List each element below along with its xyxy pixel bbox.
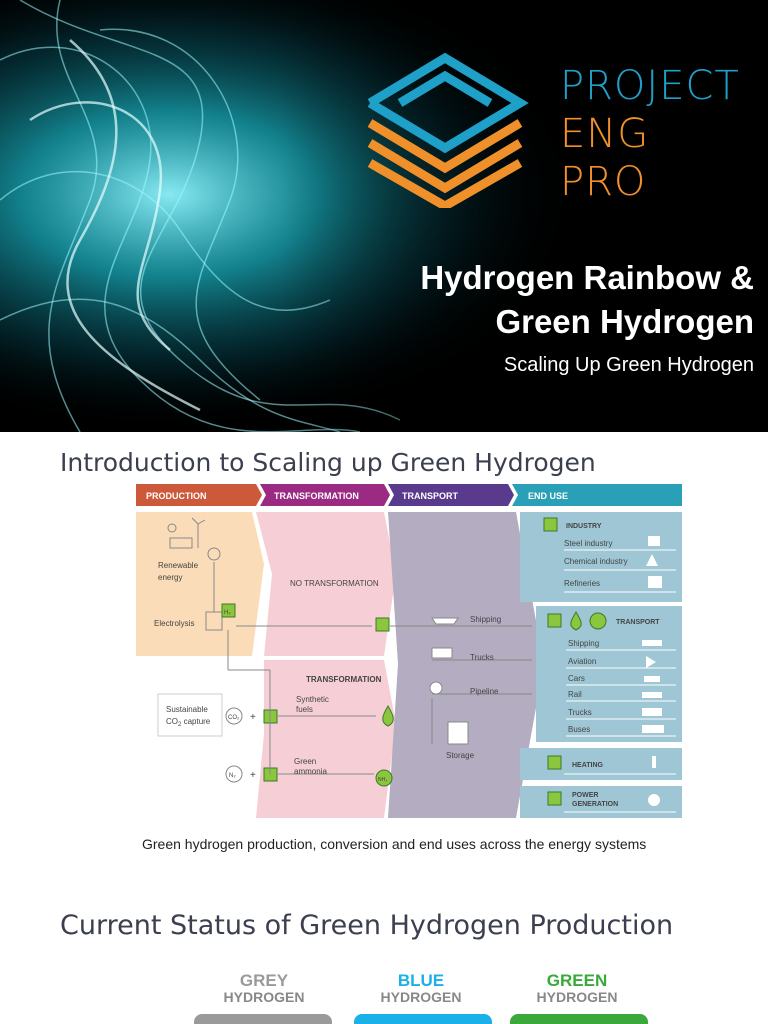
stage-headers (136, 484, 682, 506)
synthetic-fuel-drop-icon (382, 705, 394, 727)
co2-capture-label: CO2 capture (166, 717, 211, 728)
diagram-caption: Green hydrogen production, conversion an… (142, 836, 647, 852)
blue-hydrogen-pill (354, 1014, 492, 1024)
hero-subtitle: Scaling Up Green Hydrogen (503, 354, 754, 376)
fuel-drop-icon (570, 611, 582, 631)
enduse-buses: Buses (568, 725, 590, 734)
intro-section-title: Introduction to Scaling up Green Hydroge… (60, 448, 596, 477)
co2-capture-box (157, 693, 223, 737)
header-transport-label: TRANSPORT (402, 491, 459, 501)
status-section-title: Current Status of Green Hydrogen Product… (60, 910, 674, 941)
transport-column-bg (388, 512, 544, 818)
hydrogen-value-chain-diagram: PRODUCTION TRANSFORMATION TRANSPORT END … (136, 484, 682, 818)
ammonia-label: ammonia (294, 767, 327, 776)
fuels-label: fuels (296, 705, 313, 714)
brand-wordmark: PROJECT ENG PRO (560, 62, 740, 206)
blue-label-big: BLUE (397, 971, 445, 990)
production-column-bg (136, 512, 264, 656)
green-label-big: GREEN (546, 971, 608, 990)
steel-industry-icon (648, 536, 660, 546)
hero-title-line-2: Green Hydrogen (495, 303, 754, 340)
industry-heading: INDUSTRY (566, 523, 602, 530)
chemical-industry-icon (646, 554, 658, 566)
enduse-cars: Cars (568, 674, 585, 683)
n2-badge (225, 765, 243, 783)
flow-lines (227, 625, 532, 775)
transformation-bg (256, 660, 396, 818)
truck-icon (431, 647, 453, 659)
header-end-use-label: END USE (528, 491, 568, 501)
h2-badge-text: H₂ (224, 610, 231, 616)
transport-trucks-label: Trucks (470, 653, 494, 662)
transport-storage-label: Storage (446, 751, 475, 760)
enduse-aviation: Aviation (568, 657, 596, 666)
brand-line-2: ENG (560, 111, 650, 157)
header-production-label: PRODUCTION (146, 491, 207, 501)
co2-badge (225, 707, 243, 725)
power-heading-1: POWER (572, 792, 598, 799)
hero-banner: PROJECT ENG PRO Hydrogen Rainbow & Green… (0, 0, 768, 432)
green-hydrogen-pill (510, 1014, 648, 1024)
header-transformation (260, 484, 390, 506)
transport-shipping-label: Shipping (470, 615, 501, 624)
nh3-badge-text: NH₃ (378, 777, 387, 783)
green-label: Green (294, 757, 316, 766)
grey-hydrogen-label: GREY HYDROGEN (194, 972, 334, 1005)
project-eng-pro-logo (367, 52, 529, 208)
power-heading-2: GENERATION (572, 801, 618, 808)
plus-sign-1: + (250, 712, 256, 723)
enduse-shipping: Shipping (568, 639, 599, 648)
nh3-transport-icon (589, 612, 607, 630)
storage-tank-icon (447, 721, 469, 745)
grey-label-big: GREY (239, 971, 289, 990)
transport-mode-icons (642, 640, 664, 733)
green-label-small: HYDROGEN (536, 989, 618, 1005)
transport-heading: TRANSPORT (616, 619, 660, 626)
ammonia-badge-icon (375, 769, 393, 787)
enduse-trucks: Trucks (568, 708, 592, 717)
hero-title: Hydrogen Rainbow & Green Hydrogen (420, 256, 754, 344)
energy-swirl-background (0, 0, 768, 432)
blue-hydrogen-label: BLUE HYDROGEN (351, 972, 491, 1005)
ship-icon (431, 617, 459, 625)
industry-item-2: Chemical industry (564, 557, 628, 566)
transport-pipeline-label: Pipeline (470, 687, 499, 696)
blue-label-small: HYDROGEN (380, 989, 462, 1005)
hero-title-line-1: Hydrogen Rainbow & (420, 259, 754, 296)
thermometer-icon (652, 756, 656, 768)
synthetic-label: Synthetic (296, 695, 329, 704)
renewable-label: Renewable (158, 561, 199, 570)
enduse-rail: Rail (568, 690, 582, 699)
header-transport (388, 484, 514, 506)
sustainable-label: Sustainable (166, 705, 208, 714)
electrolysis-label: Electrolysis (154, 619, 194, 628)
header-production (136, 484, 262, 506)
energy-label: energy (158, 573, 182, 582)
transformation-label: TRANSFORMATION (306, 675, 382, 684)
industry-item-1: Steel industry (564, 539, 612, 548)
header-end-use (512, 484, 682, 506)
plus-sign-2: + (250, 770, 256, 781)
green-hydrogen-label: GREEN HYDROGEN (507, 972, 647, 1005)
renewable-energy-icon (167, 517, 221, 561)
grey-label-small: HYDROGEN (223, 989, 305, 1005)
n2-badge-text: N₂ (229, 773, 236, 779)
no-transformation-label: NO TRANSFORMATION (290, 579, 379, 588)
industry-item-3: Refineries (564, 579, 600, 588)
no-transformation-bg (256, 512, 396, 656)
co2-badge-text: CO₂ (228, 715, 240, 721)
electrolyser-icon (205, 562, 223, 631)
grey-hydrogen-pill (194, 1014, 332, 1024)
transport-arrows (566, 649, 676, 737)
brand-line-1: PROJECT (560, 63, 740, 109)
h2-badges (221, 517, 562, 806)
heating-heading: HEATING (572, 762, 604, 769)
brand-line-3: PRO (560, 159, 647, 205)
power-turbine-icon (648, 794, 660, 806)
header-transformation-label: TRANSFORMATION (274, 491, 359, 501)
refinery-icon (648, 576, 662, 588)
pipeline-icon (429, 681, 443, 695)
industry-arrows (564, 549, 676, 593)
